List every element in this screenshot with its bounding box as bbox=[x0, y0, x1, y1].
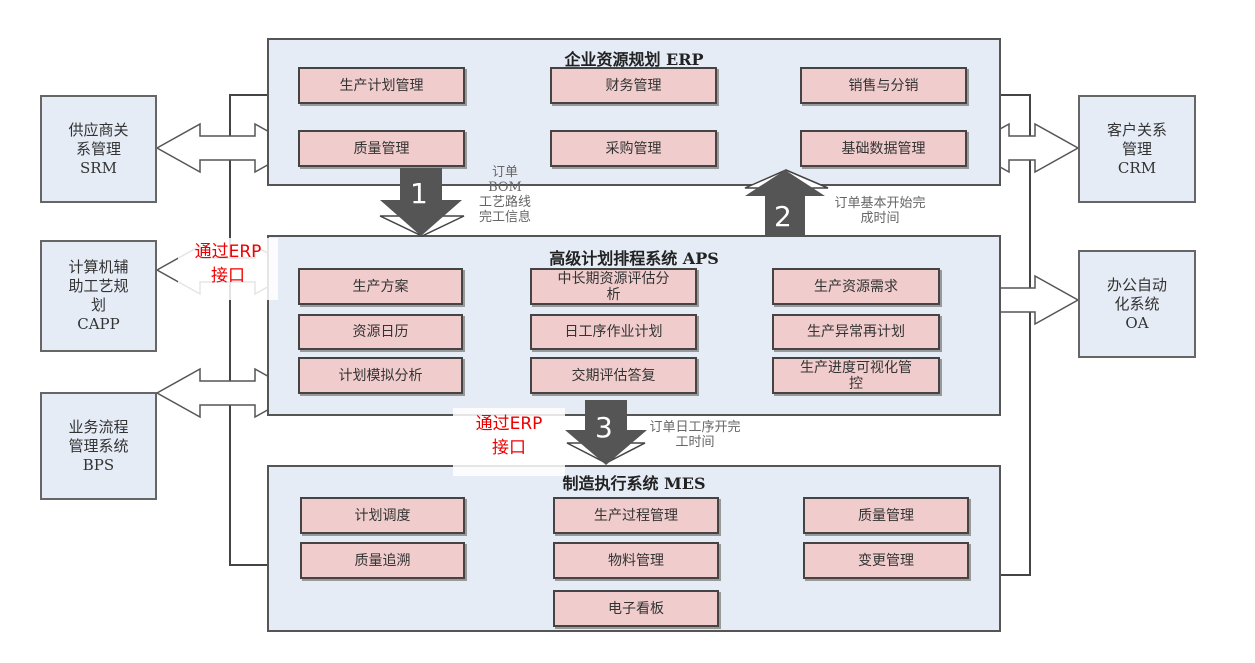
erp-module[interactable]: 采购管理 bbox=[550, 130, 717, 167]
flow-2-number: 2 bbox=[774, 200, 792, 233]
aps-module[interactable]: 生产异常再计划 bbox=[772, 314, 940, 350]
aps-module[interactable]: 生产进度可视化管控 bbox=[772, 357, 940, 394]
crm-system[interactable]: 客户关系 管理 CRM bbox=[1078, 95, 1196, 203]
mes-module[interactable]: 电子看板 bbox=[553, 590, 719, 627]
aps-module[interactable]: 中长期资源评估分析 bbox=[530, 268, 697, 305]
mes-module[interactable]: 变更管理 bbox=[803, 542, 969, 579]
mes-module[interactable]: 生产过程管理 bbox=[553, 497, 719, 534]
oa-system[interactable]: 办公自动 化系统 OA bbox=[1078, 250, 1196, 358]
mes-module[interactable]: 物料管理 bbox=[553, 542, 719, 579]
aps-module[interactable]: 资源日历 bbox=[298, 314, 463, 350]
bps-system[interactable]: 业务流程 管理系统 BPS bbox=[40, 392, 157, 500]
flow-1-note: 订单 BOM 工艺路线 完工信息 bbox=[478, 165, 531, 225]
mes-title: 制造执行系统 MES bbox=[562, 474, 706, 493]
mes-module[interactable]: 质量管理 bbox=[803, 497, 969, 534]
erp-module[interactable]: 财务管理 bbox=[550, 67, 717, 104]
aps-module[interactable]: 计划模拟分析 bbox=[298, 357, 463, 394]
mes-module[interactable]: 质量追溯 bbox=[300, 542, 465, 579]
capp-system[interactable]: 计算机辅 助工艺规 划 CAPP bbox=[40, 240, 157, 352]
srm-system[interactable]: 供应商关 系管理 SRM bbox=[40, 95, 157, 203]
flow-3-number: 3 bbox=[595, 411, 613, 444]
flow-1-number: 1 bbox=[410, 177, 428, 210]
capp-interface-callout: 通过ERP 接口 bbox=[178, 238, 278, 300]
erp-module[interactable]: 生产计划管理 bbox=[298, 67, 465, 104]
flow-2-note: 订单基本开始完 成时间 bbox=[834, 196, 926, 226]
mes-module[interactable]: 计划调度 bbox=[300, 497, 465, 534]
aps-module[interactable]: 生产方案 bbox=[298, 268, 463, 305]
erp-title: 企业资源规划 ERP bbox=[564, 50, 704, 69]
aps-module[interactable]: 交期评估答复 bbox=[530, 357, 697, 394]
flow-3-arrow bbox=[565, 400, 647, 465]
flow-2-arrow bbox=[745, 170, 825, 236]
erp-module[interactable]: 质量管理 bbox=[298, 130, 465, 167]
mes-interface-callout: 通过ERP 接口 bbox=[453, 408, 565, 476]
erp-module[interactable]: 基础数据管理 bbox=[800, 130, 967, 167]
aps-module[interactable]: 生产资源需求 bbox=[772, 268, 940, 305]
erp-module[interactable]: 销售与分销 bbox=[800, 67, 967, 104]
flow-1-arrow bbox=[380, 168, 462, 236]
aps-title: 高级计划排程系统 APS bbox=[549, 249, 719, 268]
flow-3-note: 订单日工序开完 工时间 bbox=[649, 420, 741, 450]
aps-module[interactable]: 日工序作业计划 bbox=[530, 314, 697, 350]
